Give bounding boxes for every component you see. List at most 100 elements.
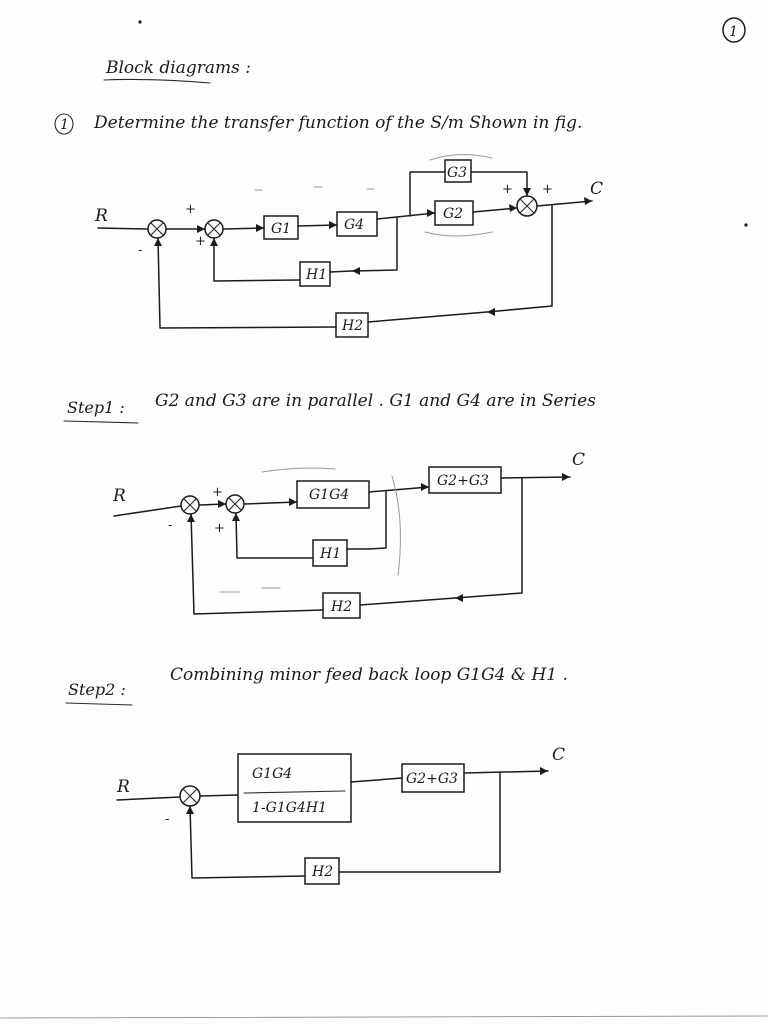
feedback-line-h1	[235, 512, 314, 559]
block-g2g3	[428, 466, 502, 494]
step2-label: Step2 :	[68, 680, 126, 699]
feedback-line-h2	[367, 311, 488, 323]
feedback-line-h2	[486, 205, 553, 313]
block-h2	[335, 312, 369, 338]
block-h2	[322, 592, 361, 619]
arrow-head	[186, 806, 194, 814]
feedback-line-h2	[338, 771, 501, 873]
fraction-denominator: 1-G1G4H1	[252, 800, 327, 816]
feedback-line-h2	[190, 513, 324, 615]
block-g2-label: G2	[443, 206, 463, 222]
input-label-r: R	[116, 777, 130, 797]
question-number: 1	[54, 113, 74, 135]
output-label-c: C	[590, 179, 603, 199]
pencil-mark	[391, 475, 401, 576]
step2-text: Combining minor feed back loop G1G4 & H1…	[170, 665, 568, 685]
signal-line	[376, 212, 436, 220]
block-h2-label: H2	[330, 599, 352, 615]
feedback-line-h1	[213, 237, 301, 282]
arrow-head	[540, 767, 548, 775]
feedback-line-h2	[454, 477, 523, 599]
title-underline	[103, 78, 211, 84]
arrow-head	[562, 473, 570, 481]
block-h2-label: H2	[311, 864, 333, 880]
arrow-head	[232, 513, 240, 521]
arrow-head	[187, 514, 195, 522]
block-g2g3	[401, 763, 465, 793]
summing-junction-1	[179, 785, 201, 807]
summing-junction-2	[225, 494, 245, 514]
arrow-head	[584, 197, 592, 205]
summing-junction-3	[516, 195, 538, 217]
sign-label: -	[138, 243, 142, 258]
pencil-mark	[219, 587, 281, 593]
fraction-bar	[243, 790, 346, 794]
diagram-original: R C G1 G4 G2	[94, 154, 603, 338]
stray-dot	[138, 20, 142, 24]
arrow-head	[256, 224, 264, 232]
step1-text: G2 and G3 are in parallel . G1 and G4 ar…	[155, 391, 596, 411]
block-g1g4	[296, 480, 370, 509]
step1-underline	[63, 420, 139, 424]
sign-label: +	[214, 521, 225, 536]
feedback-line-h1	[367, 491, 387, 550]
signal-line	[368, 486, 430, 493]
page-number-text: 1	[729, 24, 738, 40]
arrow-head	[329, 221, 337, 229]
signal-line	[536, 200, 593, 207]
fraction-numerator: G1G4	[252, 766, 292, 782]
block-closed-loop-g1g4	[237, 753, 352, 823]
arrow-head	[509, 204, 517, 212]
pencil-mark	[261, 467, 336, 473]
block-h2	[304, 857, 340, 885]
question-number-text: 1	[60, 117, 69, 133]
signal-line	[243, 501, 298, 505]
sign-label: +	[502, 182, 513, 197]
signal-line	[97, 227, 149, 230]
input-label-r: R	[112, 486, 126, 506]
signal-line	[199, 794, 239, 797]
parallel-branch-line	[409, 171, 446, 217]
step1-label: Step1 :	[67, 398, 125, 417]
summing-junction-2	[204, 219, 224, 239]
block-g4	[336, 211, 378, 237]
question-text: Determine the transfer function of the S…	[93, 113, 582, 133]
output-label-c: C	[572, 450, 585, 470]
sign-label: +	[195, 234, 206, 249]
block-g2	[434, 200, 474, 226]
step2-underline	[65, 702, 133, 706]
feedback-line-h2	[189, 805, 306, 879]
feedback-line-h1	[329, 270, 353, 273]
sign-label: -	[165, 812, 169, 827]
block-g2g3-label: G2+G3	[406, 771, 458, 787]
feedback-line-h1	[351, 217, 398, 272]
feedback-line-h2	[157, 237, 337, 329]
page-number: 1	[722, 17, 746, 43]
page-edge	[0, 1015, 768, 1019]
arrow-head	[197, 225, 205, 233]
arrow-head	[154, 238, 162, 246]
arrow-head	[421, 483, 429, 491]
page-title: Block diagrams :	[105, 58, 251, 78]
arrow-head	[210, 238, 218, 246]
block-h1-label: H1	[319, 546, 341, 562]
arrow-head	[487, 308, 495, 316]
arrow-head	[455, 594, 463, 602]
signal-line	[350, 777, 403, 783]
feedback-line-h2	[359, 597, 456, 606]
block-h2-label: H2	[341, 318, 363, 334]
sign-label: +	[212, 485, 223, 500]
block-g4-label: G4	[344, 217, 364, 233]
output-label-c: C	[552, 745, 565, 765]
block-h1-label: H1	[305, 267, 327, 283]
summing-junction-1	[180, 495, 200, 515]
arrow-head	[289, 498, 297, 506]
sign-label: +	[542, 182, 553, 197]
arrow-head	[352, 267, 360, 275]
summing-junction-1	[147, 219, 167, 239]
block-h1	[299, 261, 331, 287]
signal-line	[113, 505, 182, 517]
block-g1-label: G1	[271, 221, 291, 237]
block-g3-label: G3	[447, 165, 467, 181]
input-label-r: R	[94, 206, 108, 226]
